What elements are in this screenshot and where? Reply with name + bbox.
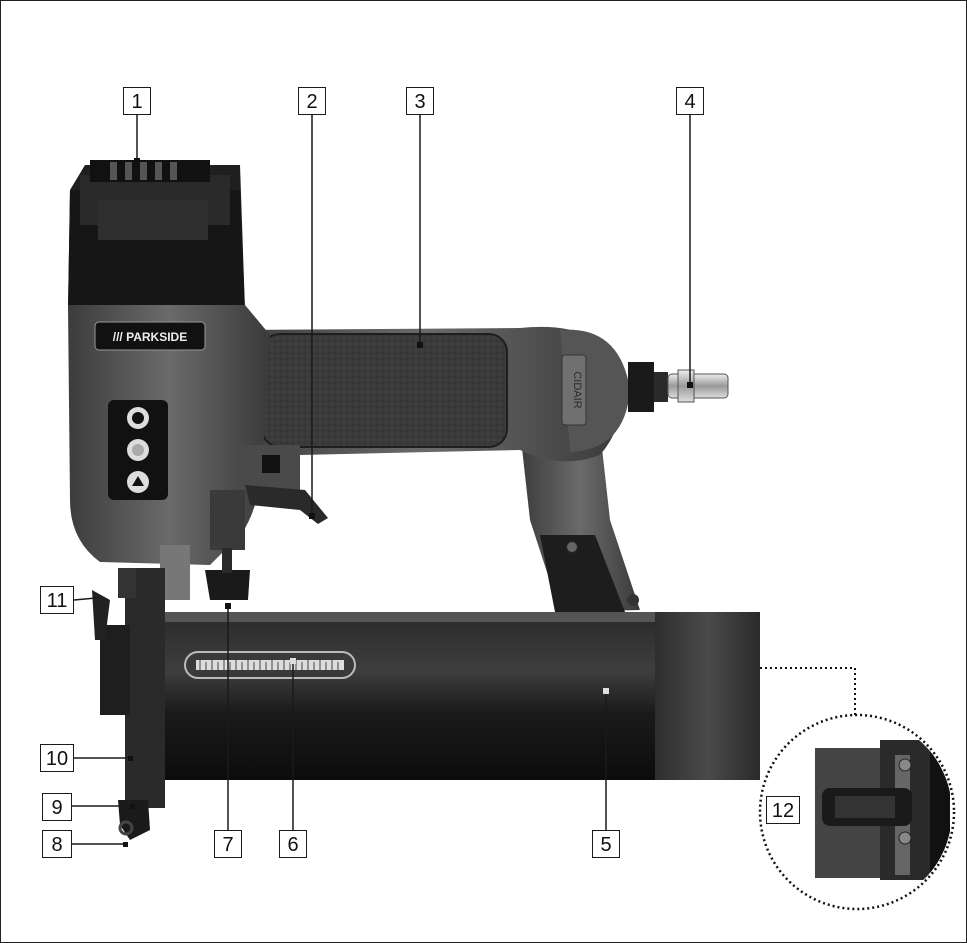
callout-8: 8	[42, 830, 72, 858]
depth-wheel	[205, 570, 250, 600]
front-plate	[125, 568, 165, 808]
magnifier-connector	[760, 667, 856, 715]
callout-3: 3	[406, 87, 434, 115]
callout-6: 6	[279, 830, 307, 858]
callout-1: 1	[123, 87, 151, 115]
quick-release-latch	[92, 590, 110, 640]
callout-10: 10	[40, 744, 74, 772]
callout-11: 11	[40, 586, 74, 614]
air-coupling	[667, 373, 729, 399]
callout-5: 5	[592, 830, 620, 858]
rear-support-bracket	[540, 535, 625, 612]
brand-text: /// PARKSIDE	[113, 330, 187, 344]
callout-7: 7	[214, 830, 242, 858]
callout-4: 4	[676, 87, 704, 115]
grip	[262, 334, 507, 447]
callout-12: 12	[766, 796, 800, 824]
coupling-embossed-text: CIDAIR	[571, 371, 583, 408]
brand-badge	[94, 321, 206, 351]
magazine	[160, 612, 660, 780]
coupling-base	[628, 362, 654, 412]
callout-2: 2	[298, 87, 326, 115]
callout-9: 9	[42, 793, 72, 821]
trigger	[245, 485, 328, 524]
